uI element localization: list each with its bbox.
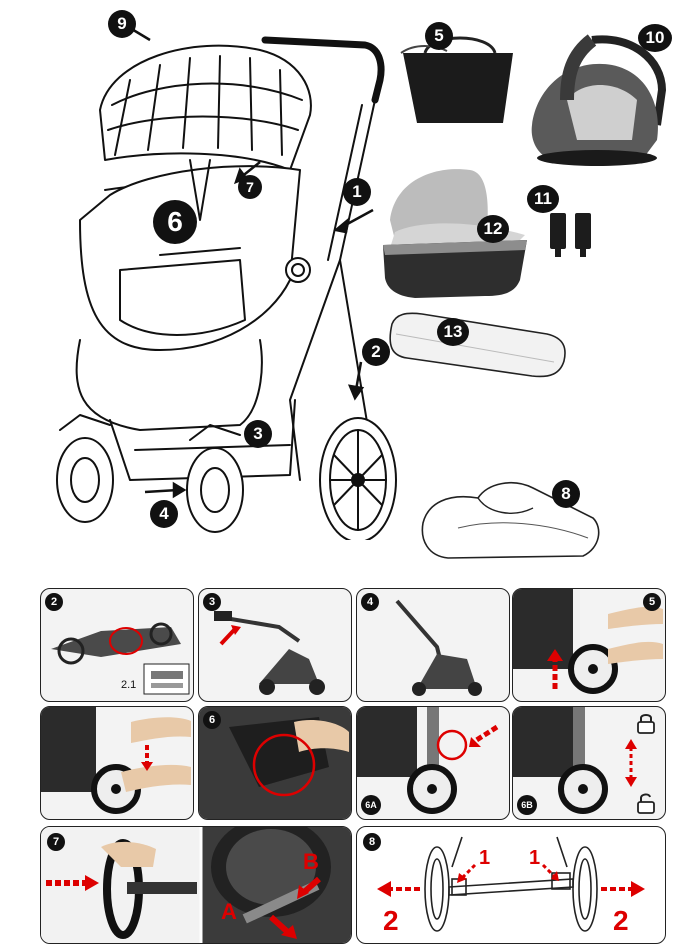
step-6a-label: 6A [361, 795, 381, 815]
unfolded-frame-photo [395, 599, 482, 696]
step-6b-label: 6B [517, 795, 537, 815]
brake-closeup-photo [199, 707, 351, 819]
axle-diagram [377, 836, 645, 932]
mattress-illustration [389, 312, 566, 378]
step-8-num2-left: 2 [383, 905, 399, 936]
unlock-icon [635, 791, 657, 815]
callout-1: 1 [343, 178, 371, 206]
step-3-badge: 3 [203, 593, 221, 611]
brake-release-photo [513, 707, 637, 814]
step-panel-6: 6 [198, 706, 352, 820]
callout-11: 11 [527, 185, 559, 213]
step-panel-7: 7 A B [40, 826, 352, 944]
callout-9: 9 [108, 10, 136, 38]
brake-lock-photo [357, 707, 499, 814]
overview-arrows [129, 26, 374, 499]
step-5-badge: 5 [643, 593, 661, 611]
overview-diagram: 9 5 10 1 11 6 7 12 13 2 3 8 4 [56, 10, 672, 559]
callout-6: 6 [153, 200, 197, 244]
step-7-mark-a: A [221, 899, 237, 924]
step-panel-2: 2 2.1 [40, 588, 194, 702]
callout-3: 3 [244, 420, 272, 448]
step-7-badge: 7 [47, 833, 65, 851]
callout-2: 2 [362, 338, 390, 366]
step-6-badge: 6 [203, 711, 221, 729]
step-panel-5: 5 [512, 588, 666, 702]
step-2-sublabel: 2.1 [121, 679, 137, 691]
step-4-badge: 4 [361, 593, 379, 611]
callout-8: 8 [552, 480, 580, 508]
car-seat-illustration [531, 34, 667, 166]
adapters-illustration [550, 213, 591, 257]
step-panel-3: 3 [198, 588, 352, 702]
callout-13: 13 [437, 318, 469, 346]
step-panel-8: 8 1 1 2 2 [356, 826, 666, 944]
unfold-handle-photo [214, 611, 325, 695]
step-panel-5b [40, 706, 194, 820]
callout-12: 12 [477, 215, 509, 243]
callout-5: 5 [425, 22, 453, 50]
callout-10: 10 [638, 24, 672, 52]
press-wheel-photo [41, 707, 191, 814]
stroller-drawing [56, 36, 397, 540]
step-panel-6a: 6A [356, 706, 510, 820]
step-7-mark-b: B [303, 849, 319, 874]
bag-illustration [400, 36, 513, 123]
carrycot-illustration [383, 169, 527, 298]
step-8-num1-left: 1 [479, 847, 491, 869]
callout-4: 4 [150, 500, 178, 528]
attach-wheel-photo [513, 589, 663, 694]
lock-icon [635, 711, 657, 735]
step-2-badge: 2 [45, 593, 63, 611]
callout-7: 7 [238, 175, 262, 199]
step-8-num2-right: 2 [613, 905, 629, 936]
step-panel-4: 4 [356, 588, 510, 702]
step-8-num1-right: 1 [529, 847, 541, 869]
folded-stroller-photo [51, 622, 190, 695]
step-panel-6b: 6B [512, 706, 666, 820]
step-8-badge: 8 [363, 833, 381, 851]
rear-wheel-photo [41, 827, 351, 943]
